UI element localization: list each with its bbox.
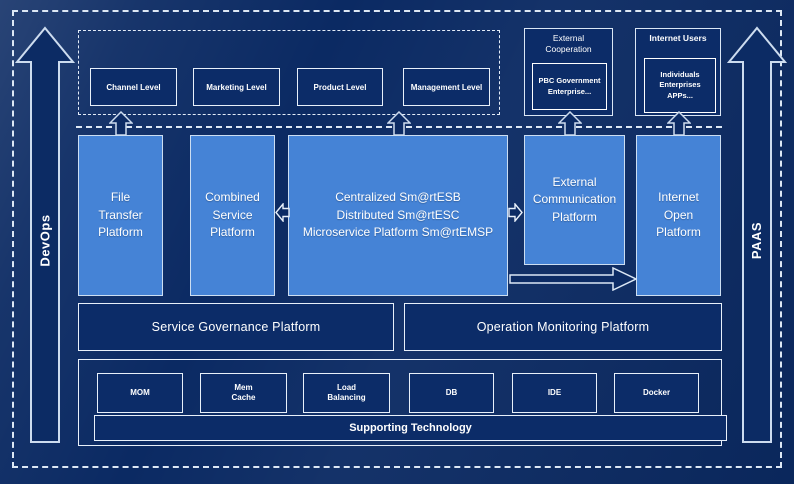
external-cooperation-inner-box: PBC Government Enterprise...: [532, 63, 607, 110]
tech-box-mom: MOM: [97, 373, 183, 413]
paas-label: PAAS: [749, 221, 765, 259]
governance-label: Operation Monitoring Platform: [476, 320, 650, 334]
tech-label: Docker: [642, 387, 671, 397]
external-cooperation-box: External Cooperation PBC Government Ente…: [524, 28, 613, 116]
platform-label: File Transfer Platform: [98, 190, 143, 240]
service-governance-platform: Service Governance Platform: [78, 303, 394, 351]
paas-up-arrow-icon: [727, 26, 787, 443]
up-arrow-icon: [667, 111, 691, 136]
external-cooperation-title: External Cooperation: [545, 33, 592, 54]
tech-box-load-balancing: Load Balancing: [303, 373, 390, 413]
level-box-marketing: Marketing Level: [193, 68, 280, 106]
internet-users-inner-box: Individuals Enterprises APPs...: [644, 58, 716, 113]
level-box-product: Product Level: [297, 68, 383, 106]
external-cooperation-inner-label: PBC Government Enterprise...: [538, 76, 601, 96]
file-transfer-platform: File Transfer Platform: [78, 135, 163, 296]
outer-dashed-frame: [12, 10, 782, 468]
tech-box-db: DB: [409, 373, 494, 413]
right-arrow-icon: [508, 203, 523, 222]
supporting-technology-bar: Supporting Technology: [94, 415, 727, 441]
supporting-technology-section: [78, 359, 722, 446]
devops-up-arrow-icon: [15, 26, 75, 443]
flow-right-arrow-icon: [509, 267, 637, 291]
operation-monitoring-platform: Operation Monitoring Platform: [404, 303, 722, 351]
platform-label: External Communication Platform: [532, 174, 617, 224]
level-box-channel: Channel Level: [90, 68, 177, 106]
internet-users-title: Internet Users: [649, 33, 707, 43]
left-arrow-icon: [275, 203, 290, 222]
level-label: Management Level: [410, 82, 483, 92]
platform-label: Combined Service Platform: [205, 190, 260, 240]
internet-open-platform: Internet Open Platform: [636, 135, 721, 296]
level-label: Marketing Level: [206, 82, 267, 92]
up-arrow-icon: [109, 111, 133, 136]
tech-box-ide: IDE: [512, 373, 597, 413]
tech-box-docker: Docker: [614, 373, 699, 413]
devops-label-wrap: DevOps: [15, 190, 75, 290]
levels-dashed-panel: [78, 30, 500, 115]
supporting-technology-label: Supporting Technology: [349, 422, 472, 434]
tech-label: IDE: [547, 387, 562, 397]
platform-label: Centralized Sm@rtESB Distributed Sm@rtES…: [302, 190, 494, 240]
up-arrow-icon: [558, 111, 582, 136]
paas-label-wrap: PAAS: [727, 190, 787, 290]
platform-label: Internet Open Platform: [656, 190, 701, 240]
tech-label: Load Balancing: [327, 382, 366, 402]
external-communication-platform: External Communication Platform: [524, 135, 625, 265]
devops-label: DevOps: [37, 213, 53, 267]
tech-label: DB: [445, 387, 458, 397]
level-label: Channel Level: [106, 82, 161, 92]
level-box-management: Management Level: [403, 68, 490, 106]
internet-users-box: Internet Users Individuals Enterprises A…: [635, 28, 721, 116]
governance-label: Service Governance Platform: [151, 320, 321, 334]
tech-label: MOM: [130, 387, 150, 397]
central-esb-platform: Centralized Sm@rtESB Distributed Sm@rtES…: [288, 135, 508, 296]
combined-service-platform: Combined Service Platform: [190, 135, 275, 296]
tech-label: Mem Cache: [231, 382, 256, 402]
level-label: Product Level: [313, 82, 367, 92]
tech-box-mem-cache: Mem Cache: [200, 373, 287, 413]
up-arrow-icon: [387, 111, 411, 136]
internet-users-inner-label: Individuals Enterprises APPs...: [659, 70, 701, 100]
